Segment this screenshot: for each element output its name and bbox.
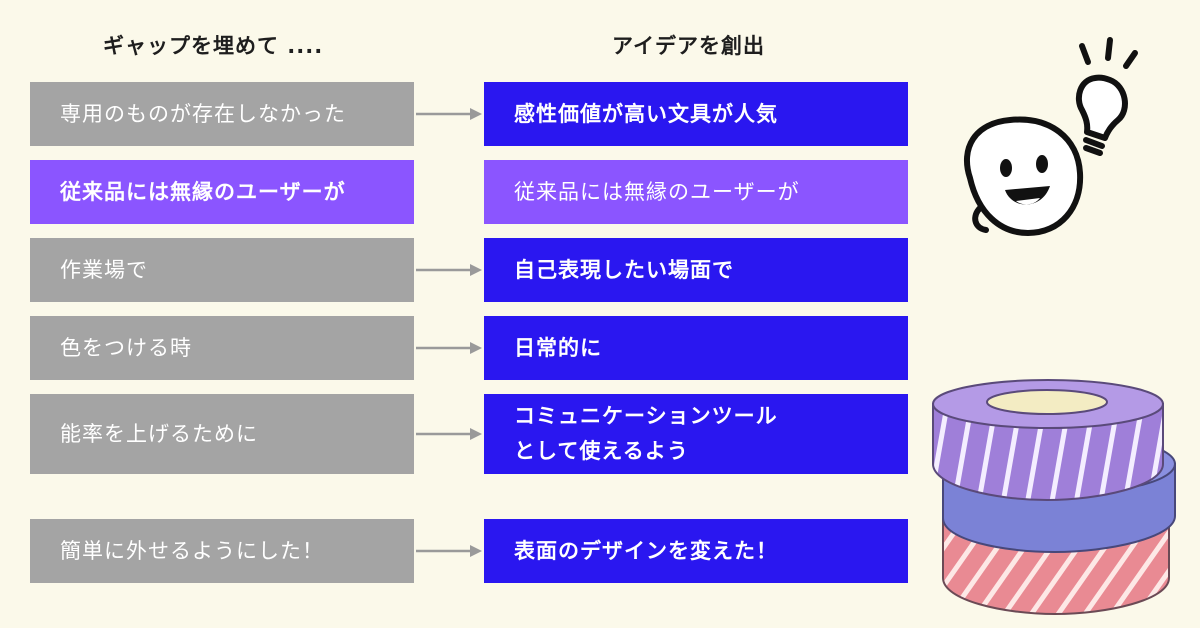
idea-box-5-line-2: として使えるよう [514, 439, 689, 463]
idea-box-5-line-1: コミュニケーションツール [514, 404, 778, 429]
gap-box-6: 簡単に外せるようにした！ [30, 519, 414, 583]
gap-box-2-highlight: 従来品には無縁のユーザーが [30, 160, 414, 224]
arrow-right-icon [416, 545, 482, 557]
left-column-heading: ギャップを埋めて .... [103, 34, 324, 58]
arrow-right-icon [416, 108, 482, 120]
gap-box-5: 能率を上げるために [30, 394, 414, 474]
idea-box-6: 表面のデザインを変えた！ [484, 519, 908, 583]
arrow-right-icon [416, 428, 482, 440]
gap-box-4: 色をつける時 [30, 316, 414, 380]
arrow-right-icon [416, 264, 482, 276]
idea-box-4: 日常的に [484, 316, 908, 380]
idea-box-5: コミュニケーションツール として使えるよう [484, 394, 908, 474]
idea-box-1: 感性価値が高い文具が人気 [484, 82, 908, 146]
idea-box-2-highlight: 従来品には無縁のユーザーが [484, 160, 908, 224]
idea-box-1-text: 感性価値が高い文具が人気 [514, 101, 778, 126]
idea-box-5-text: コミュニケーションツール として使えるよう [514, 399, 778, 468]
gap-box-1: 専用のものが存在しなかった [30, 82, 414, 146]
gap-box-3: 作業場で [30, 238, 414, 302]
masking-tape-stack-icon [932, 379, 1176, 616]
idea-box-3: 自己表現したい場面で [484, 238, 908, 302]
arrow-right-icon [416, 342, 482, 354]
right-column-heading: アイデアを創出 [612, 34, 765, 58]
smiling-face-lightbulb-icon [963, 37, 1138, 236]
